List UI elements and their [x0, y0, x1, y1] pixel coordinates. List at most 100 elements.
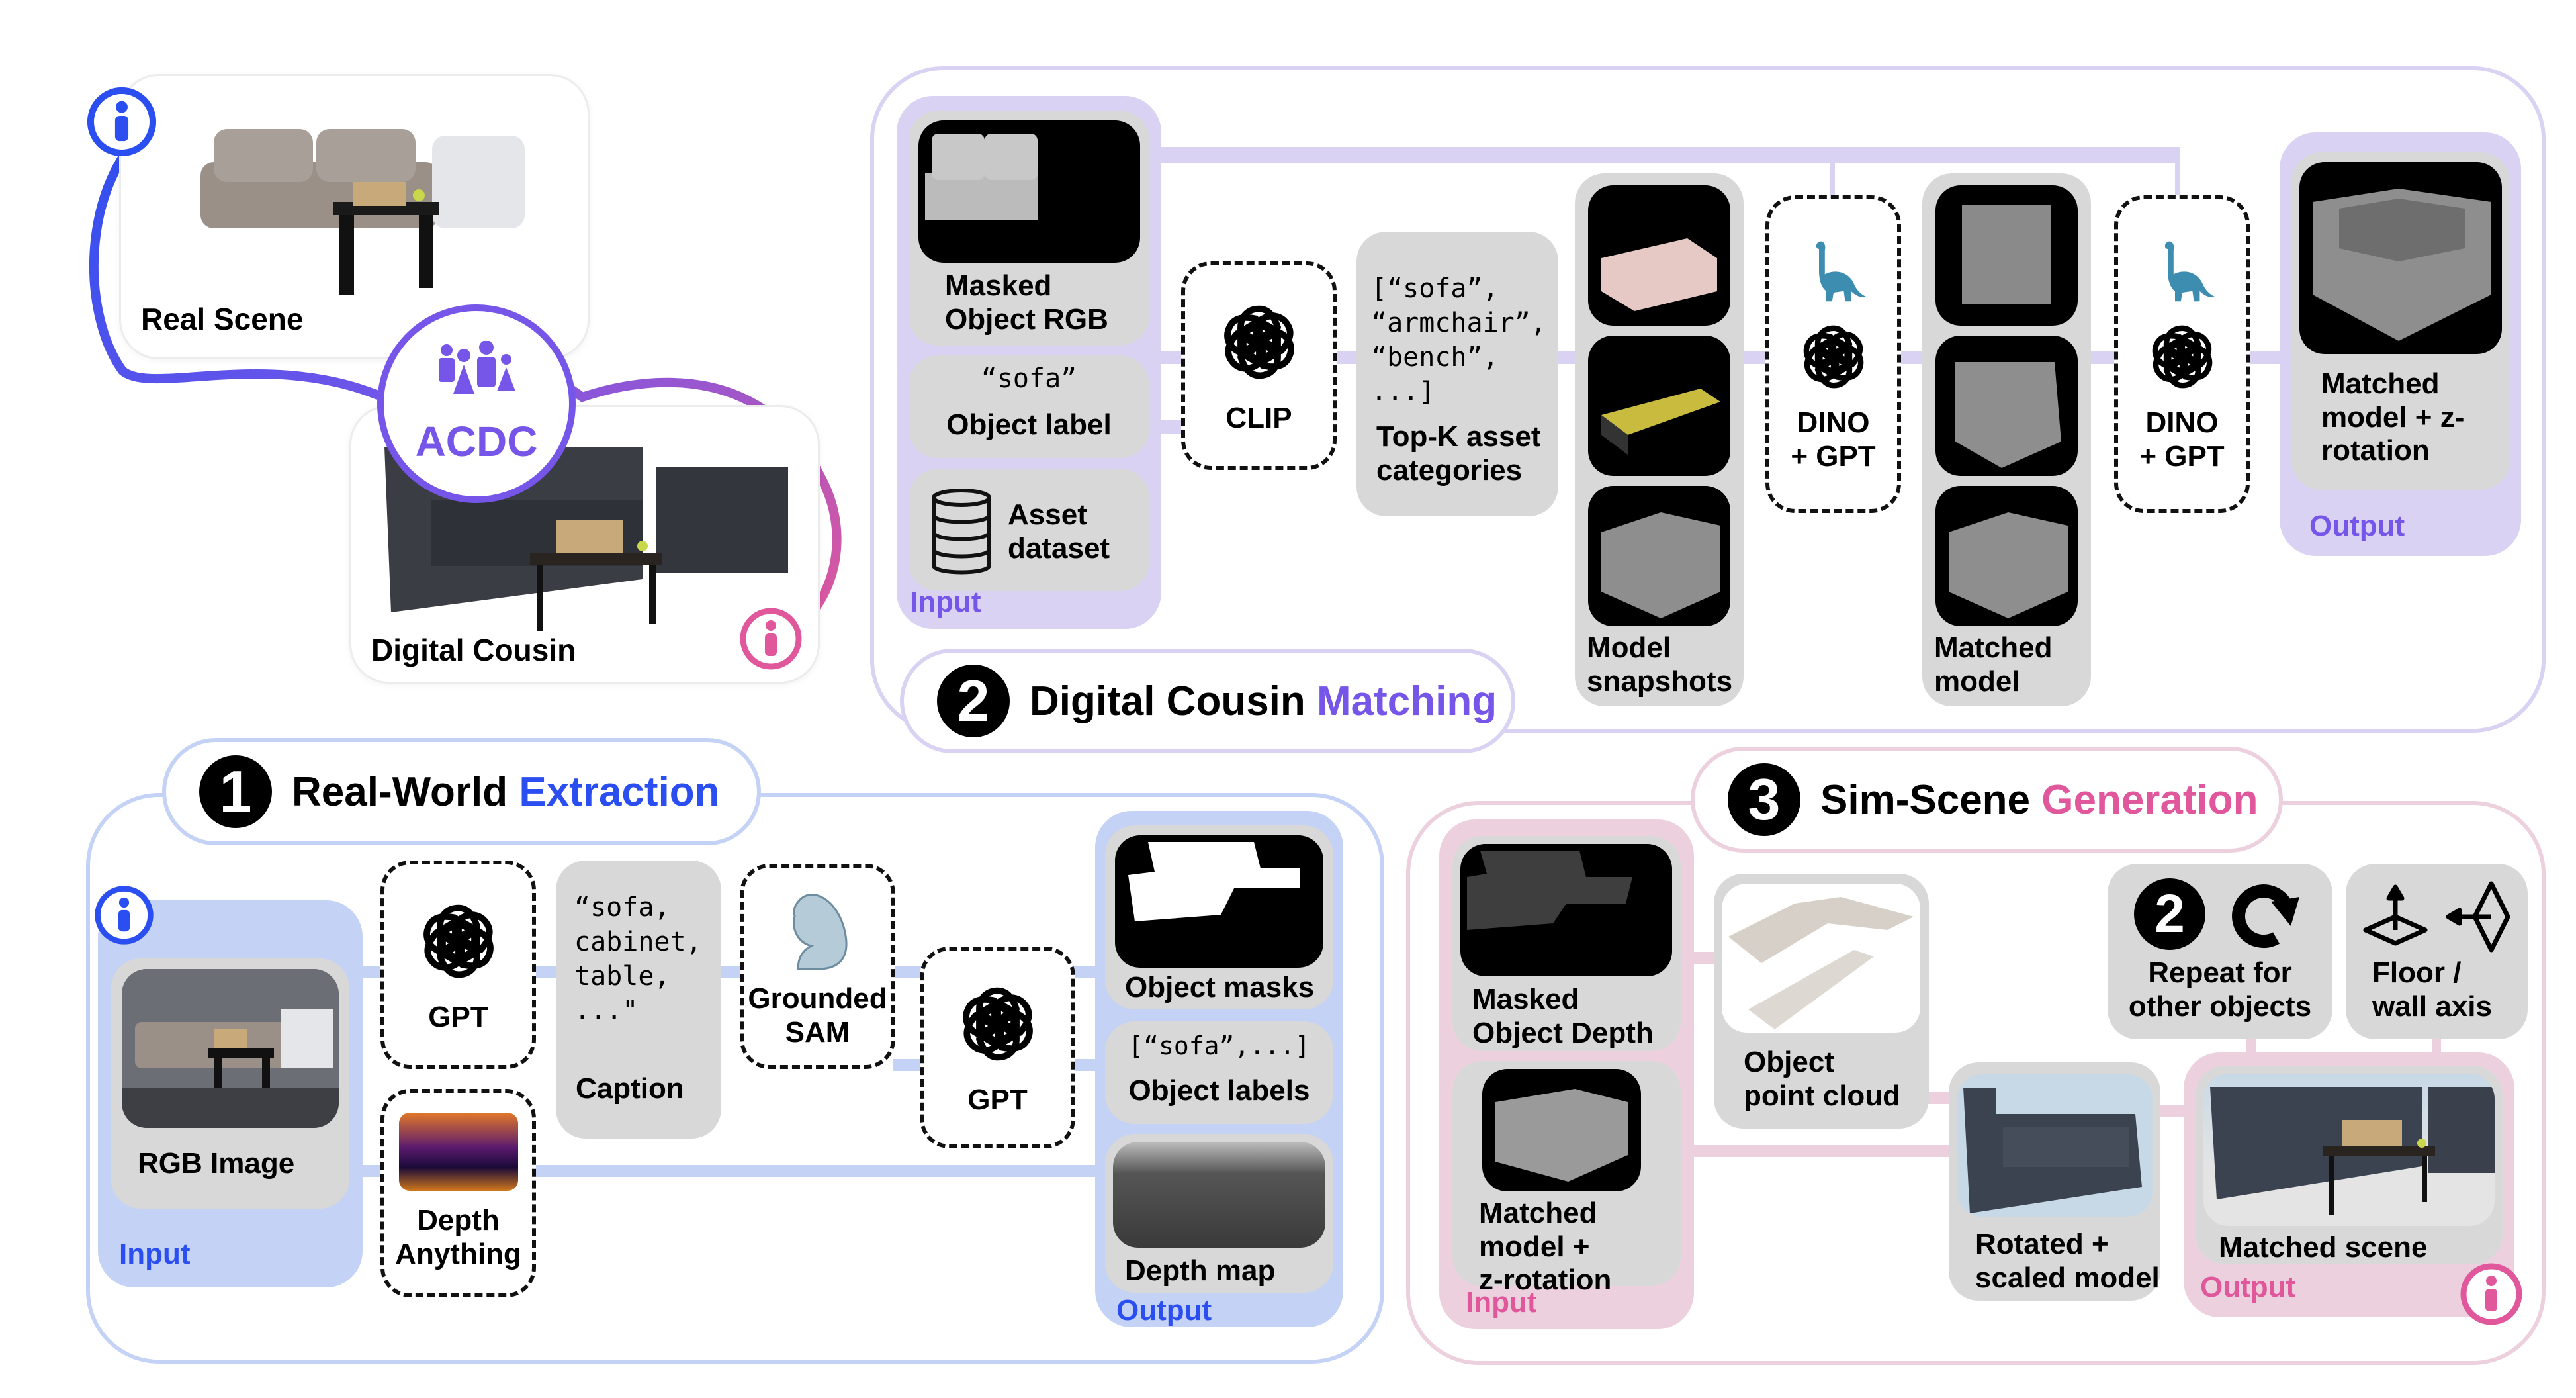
- object-label-code: “sofa”: [981, 363, 1077, 394]
- generation-output-label: Output: [2200, 1271, 2296, 1303]
- object-label-card: “sofa” Object label: [909, 355, 1149, 458]
- object-masks-card: Object masks: [1105, 825, 1333, 1009]
- generation-title-text: Sim-Scene: [1820, 776, 2042, 823]
- extraction-input-group: RGB Image Input: [98, 900, 363, 1287]
- polar-bear-icon: [792, 894, 848, 970]
- dino-gpt-tool-2: DINO+ GPT: [2114, 195, 2250, 513]
- connector: [361, 1165, 1102, 1177]
- gpt-tool: GPT: [380, 861, 536, 1069]
- connector: [1158, 147, 2180, 163]
- point-cloud-image: [1722, 884, 1920, 1033]
- snapshot-yellow-sofa: [1588, 336, 1730, 476]
- connector: [1681, 1145, 1952, 1157]
- extraction-title: 1 Real-World Extraction: [162, 738, 761, 845]
- extraction-output-group: Object masks [“sofa”,...] Object labels …: [1095, 811, 1343, 1327]
- real-scene-label: Real Scene: [141, 302, 304, 336]
- connector: [1830, 147, 1835, 197]
- dino-gpt-1-label: DINO+ GPT: [1791, 406, 1876, 473]
- real-scene-card: Real Scene: [119, 74, 590, 359]
- real-scene-image: [200, 129, 525, 295]
- rgb-image-card: RGB Image: [111, 958, 349, 1209]
- real-scene-person-icon: [85, 85, 159, 159]
- matched-scene-image: [2203, 1074, 2495, 1226]
- gpt-2-label: GPT: [967, 1084, 1028, 1117]
- generation-input-label: Input: [1466, 1286, 1537, 1319]
- extraction-title-accent: Extraction: [519, 769, 720, 815]
- generation-output-group: Matched scene Output: [2184, 1052, 2514, 1317]
- extraction-input-label: Input: [119, 1238, 191, 1270]
- object-labels-code: [“sofa”,...]: [1128, 1031, 1310, 1060]
- extraction-title-text: Real-World: [292, 769, 519, 815]
- digital-cousin-label: Digital Cousin: [371, 633, 576, 667]
- depth-map-card: Depth map: [1105, 1134, 1333, 1293]
- extraction-output-label: Output: [1116, 1294, 1212, 1327]
- matched-model-view-1: [1935, 185, 2078, 326]
- step-number-badge: 2: [937, 665, 1010, 737]
- caption-label: Caption: [576, 1072, 684, 1105]
- floor-wall-card: Floor /wall axis: [2346, 864, 2528, 1039]
- clip-tool: CLIP: [1181, 261, 1337, 470]
- rotated-model-card: Rotated +scaled model: [1949, 1062, 2160, 1301]
- matching-title: 2 Digital Cousin Matching: [900, 649, 1515, 753]
- digital-cousin-person-icon: [738, 606, 804, 672]
- matching-title-accent: Matching: [1317, 678, 1497, 724]
- connector: [2175, 147, 2180, 197]
- rotated-model-label: Rotated +scaled model: [1975, 1228, 2160, 1294]
- dinosaur-icon: [1797, 234, 1870, 307]
- object-masks-label: Object masks: [1125, 971, 1315, 1003]
- matching-title-text: Digital Cousin: [1030, 678, 1317, 724]
- object-labels-label: Object labels: [1128, 1074, 1310, 1107]
- matched-model-rotation-image: [2299, 162, 2502, 354]
- clip-label: CLIP: [1225, 402, 1292, 435]
- openai-icon: [952, 978, 1044, 1070]
- rgb-image-label: RGB Image: [138, 1147, 295, 1180]
- depth-anything-image: [398, 1113, 518, 1191]
- rotated-model-image: [1957, 1074, 2153, 1217]
- step-number-badge: 1: [199, 755, 272, 828]
- object-masks-image: [1115, 835, 1323, 968]
- floor-wall-label: Floor /wall axis: [2372, 956, 2493, 1023]
- output-person-icon: [2458, 1261, 2524, 1327]
- openai-icon: [1794, 317, 1873, 396]
- matched-model-view-3: [1935, 486, 2078, 626]
- gpt-label: GPT: [428, 1001, 488, 1034]
- matching-output-label: Output: [2309, 510, 2405, 542]
- input-person-icon: [93, 884, 155, 947]
- caption-card: “sofa,cabinet,table,..." Caption: [556, 861, 721, 1139]
- repeat-step-badge: 2: [2134, 878, 2205, 950]
- dino-gpt-2-label: DINO+ GPT: [2139, 406, 2225, 473]
- matched-model-input-image: [1482, 1069, 1641, 1191]
- generation-title: 3 Sim-Scene Generation: [1691, 747, 2283, 853]
- step-number-badge: 3: [1728, 763, 1800, 836]
- database-icon: [932, 489, 991, 575]
- masked-object-rgb-image: [918, 120, 1140, 263]
- top-k-code: [“sofa”,“armchair”,“bench”,...]: [1371, 273, 1546, 407]
- snapshot-pink-sofa: [1588, 185, 1730, 326]
- top-k-categories: [“sofa”,“armchair”,“bench”,...] Top-K as…: [1356, 232, 1558, 516]
- matching-input-label: Input: [910, 586, 981, 618]
- caption-text: “sofa,cabinet,table,...": [574, 892, 702, 1026]
- rotate-arrow-icon: [2232, 884, 2299, 949]
- openai-icon: [412, 895, 505, 988]
- snapshot-armchair: [1588, 486, 1730, 626]
- masked-object-depth-image: [1460, 844, 1672, 976]
